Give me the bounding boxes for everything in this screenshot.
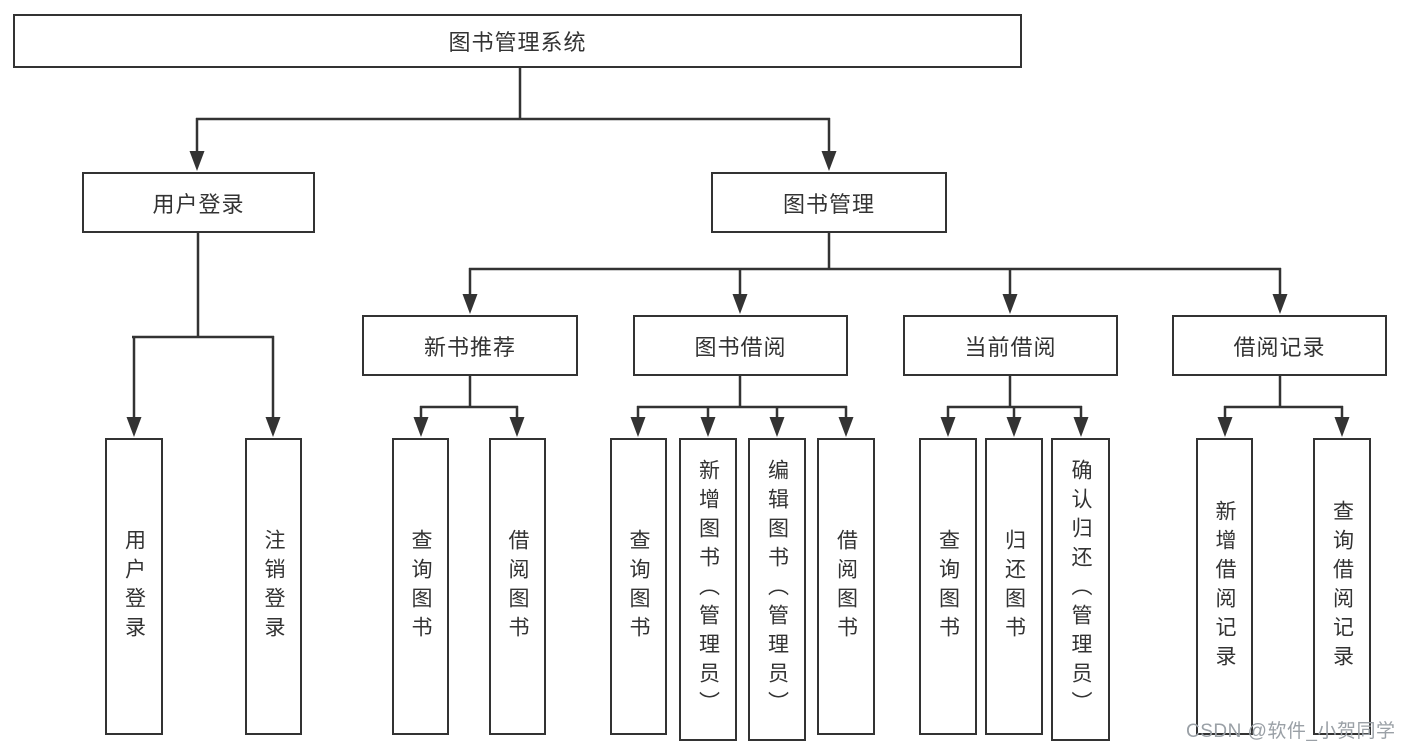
arrowhead	[1006, 417, 1022, 437]
node-user-login: 用户登录	[82, 172, 315, 233]
node-new-book-recommendation: 新书推荐	[362, 315, 578, 376]
arrowhead	[1334, 417, 1350, 437]
arrowhead	[126, 417, 142, 437]
connector-login-to-leaves	[126, 232, 281, 437]
leaf-user-login: 用户登录	[105, 438, 163, 735]
arrowhead	[1272, 294, 1288, 314]
node-borrowing-records: 借阅记录	[1172, 315, 1387, 376]
connector-root-to-level2	[189, 66, 837, 171]
arrowhead	[700, 417, 716, 437]
connector-current-to-leaves	[940, 375, 1089, 437]
arrowhead	[413, 417, 429, 437]
leaf-query-books-recommend: 查询图书	[392, 438, 449, 735]
arrowhead	[838, 417, 854, 437]
leaf-query-books-borrowing: 查询图书	[610, 438, 667, 735]
arrowhead	[630, 417, 646, 437]
leaf-return-books: 归还图书	[985, 438, 1043, 735]
leaf-query-borrow-record: 查询借阅记录	[1313, 438, 1371, 735]
arrowhead	[509, 417, 525, 437]
node-book-borrowing: 图书借阅	[633, 315, 848, 376]
leaf-query-books-current: 查询图书	[919, 438, 977, 735]
connector-records-to-leaves	[1217, 375, 1350, 437]
leaf-borrow-books-recommend: 借阅图书	[489, 438, 546, 735]
leaf-logout: 注销登录	[245, 438, 302, 735]
arrowhead	[462, 294, 478, 314]
connector-recommend-to-leaves	[413, 375, 525, 437]
node-library-management-system: 图书管理系统	[13, 14, 1022, 68]
csdn-watermark: CSDN @软件_小贺同学	[1186, 721, 1396, 742]
leaf-add-borrow-record: 新增借阅记录	[1196, 438, 1253, 735]
arrowhead	[265, 417, 281, 437]
arrowhead	[189, 151, 205, 171]
connector-borrowing-to-leaves	[630, 375, 854, 437]
connector-mgmt-to-level3	[462, 232, 1288, 314]
leaf-confirm-return-admin: 确认归还（管理员）	[1051, 438, 1110, 741]
arrowhead	[940, 417, 956, 437]
leaf-add-books-admin: 新增图书（管理员）	[679, 438, 737, 741]
node-current-borrowing: 当前借阅	[903, 315, 1118, 376]
arrowhead	[1217, 417, 1233, 437]
arrowhead	[769, 417, 785, 437]
node-book-management: 图书管理	[711, 172, 947, 233]
arrowhead	[821, 151, 837, 171]
leaf-edit-books-admin: 编辑图书（管理员）	[748, 438, 806, 741]
arrowhead	[1002, 294, 1018, 314]
arrowhead	[732, 294, 748, 314]
leaf-borrow-books: 借阅图书	[817, 438, 875, 735]
arrowhead	[1073, 417, 1089, 437]
